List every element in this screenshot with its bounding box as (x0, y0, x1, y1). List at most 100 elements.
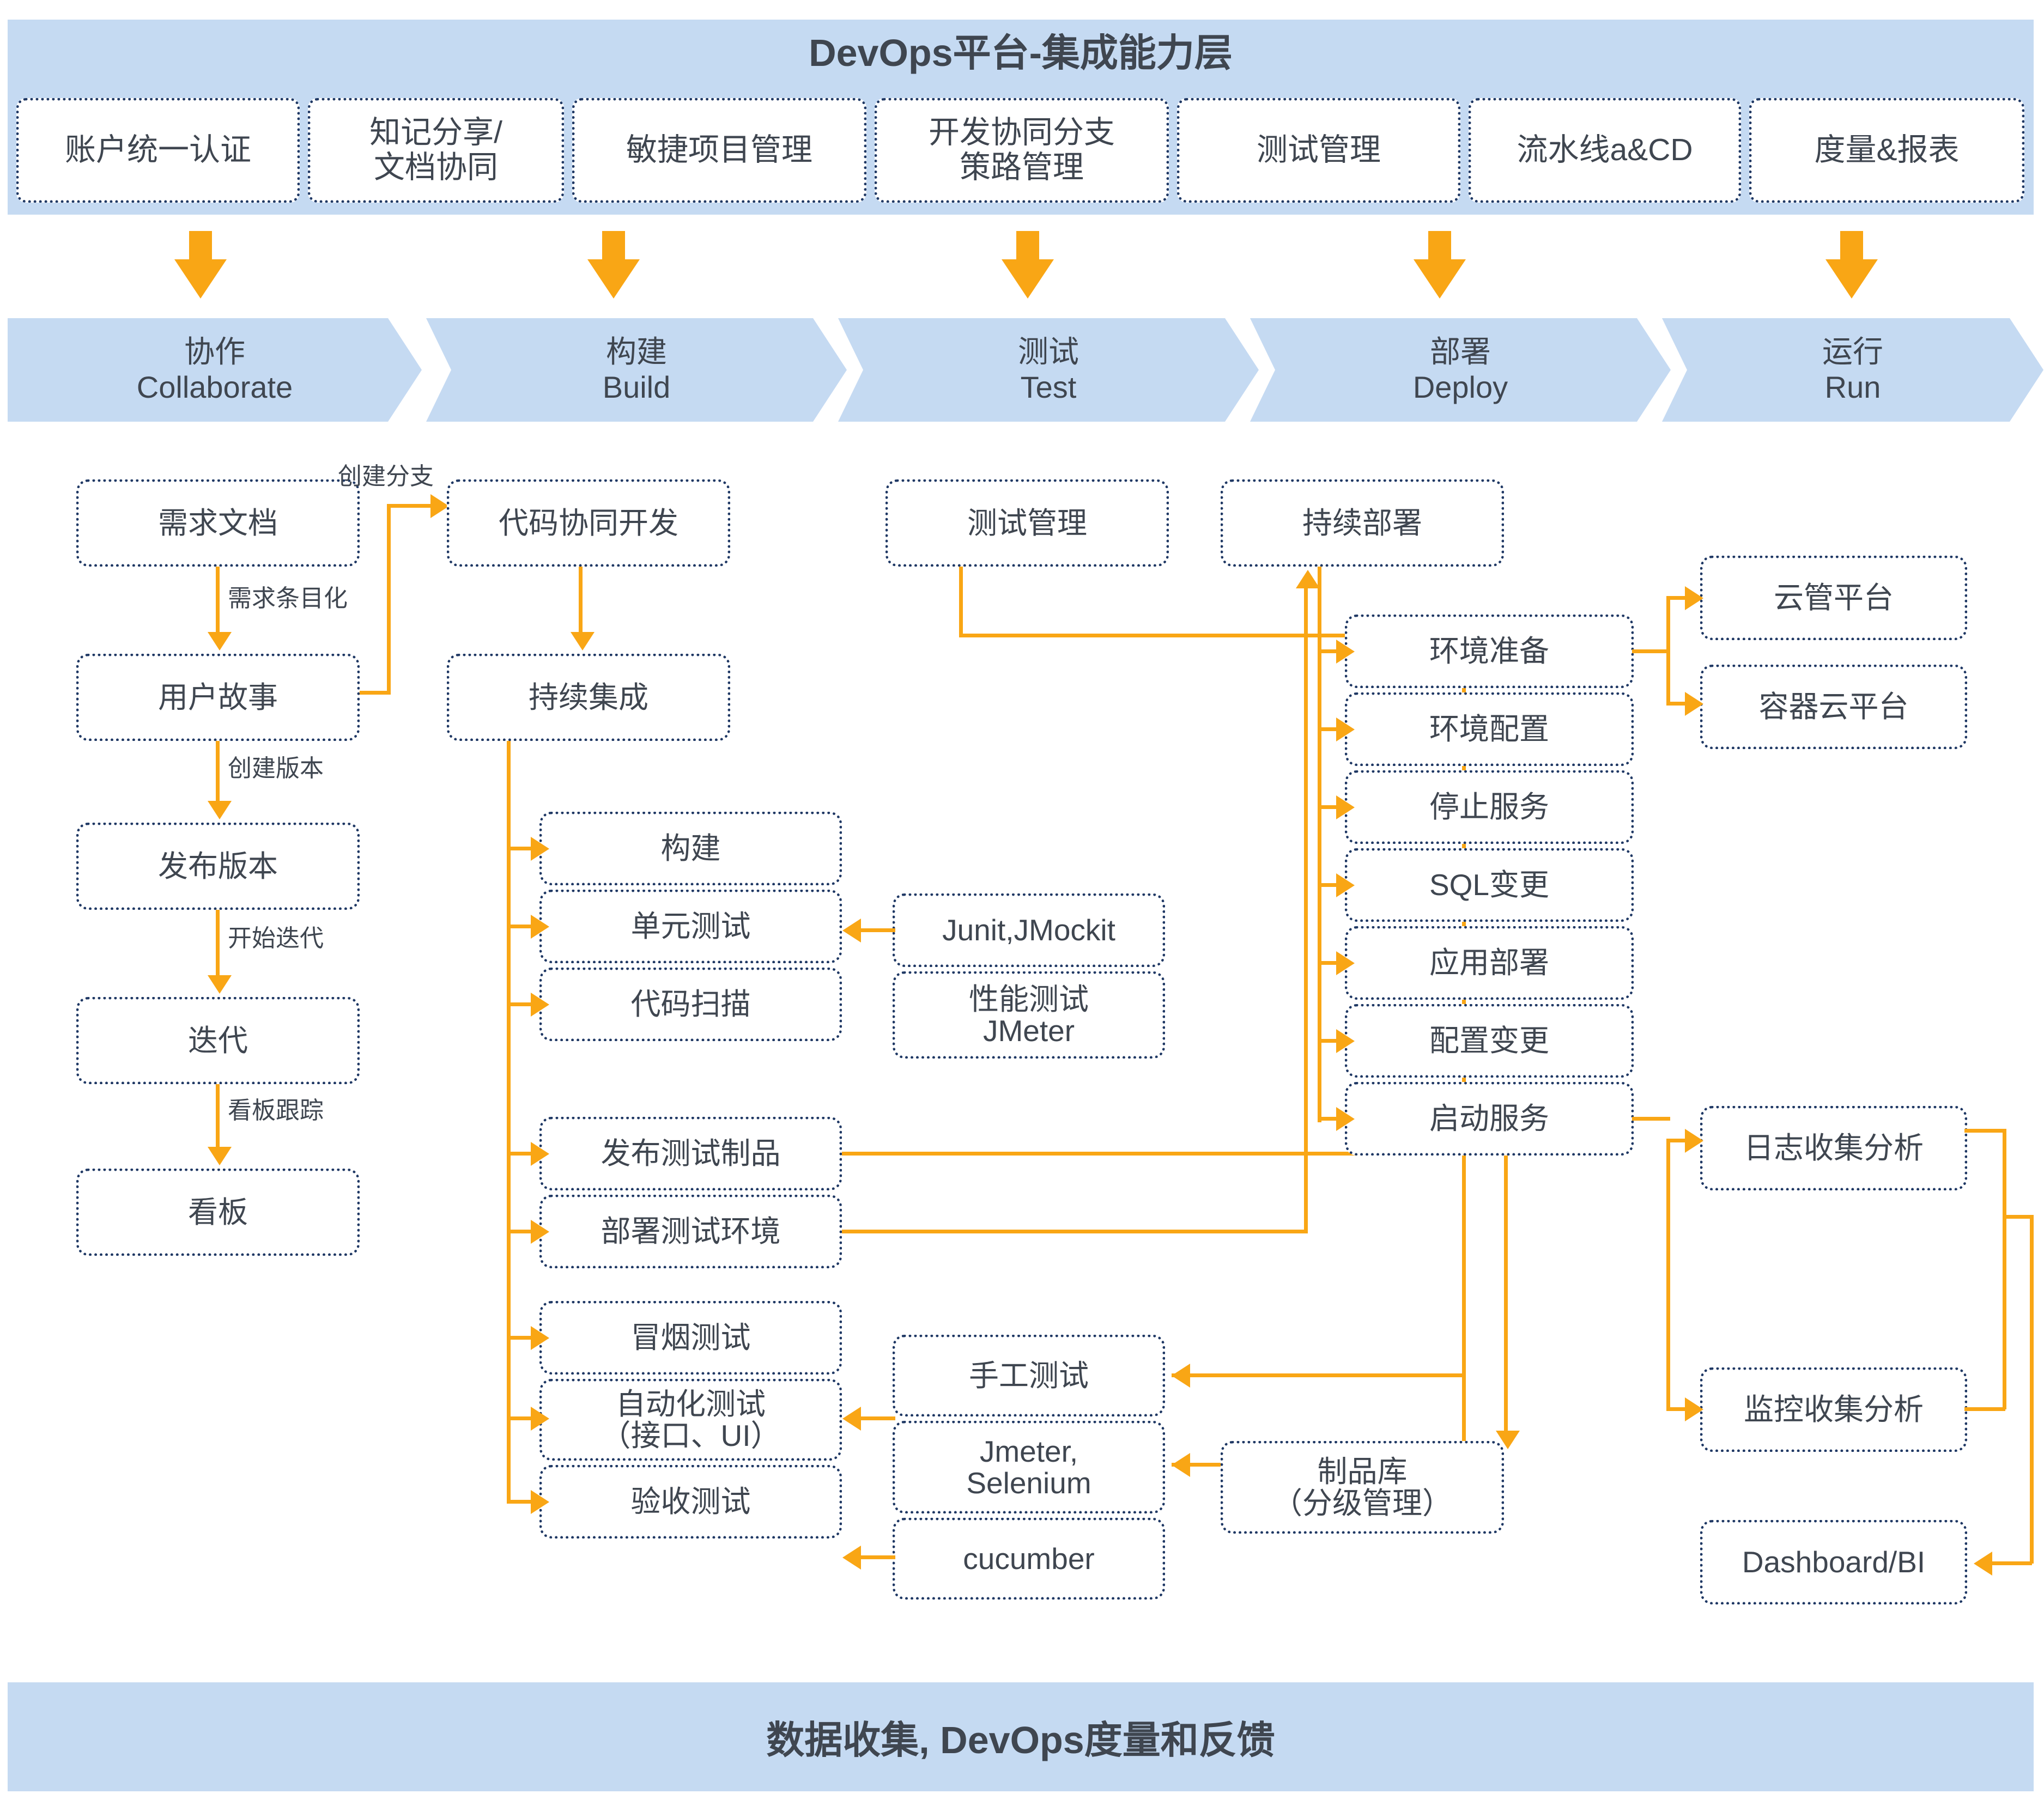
arrowhead-ci-unit (531, 915, 549, 939)
stage-chevron-deploy[interactable]: 部署 Deploy (1250, 318, 1671, 422)
node-deploy-sql-change[interactable]: SQL变更 (1345, 848, 1634, 922)
connector-ci-to-artifact (507, 1152, 533, 1156)
connector-dash-down (2030, 1215, 2034, 1564)
node-code-collab-dev[interactable]: 代码协同开发 (447, 479, 730, 567)
connector-testmgmt-to-sel-v (1462, 1373, 1466, 1466)
connector-monitor-right (1964, 1407, 2005, 1411)
connector-dep-envprep (1318, 649, 1338, 653)
stage-label-cn: 构建 (606, 335, 667, 369)
connector-cucumber-to-accept (849, 1555, 895, 1559)
arrowhead-cloud-mgmt (1685, 586, 1703, 610)
stage-chevron-test[interactable]: 测试 Test (838, 318, 1259, 422)
capability-box-knowledge-share[interactable]: 知记分享/文档协同 (308, 98, 564, 203)
connector-startsvc-right (1632, 1117, 1670, 1121)
stage-chevron-build[interactable]: 构建 Build (426, 318, 847, 422)
arrowhead-ci-accept (531, 1490, 549, 1514)
node-deploy-start-service[interactable]: 启动服务 (1345, 1082, 1634, 1156)
capability-box-test-management[interactable]: 测试管理 (1177, 98, 1460, 203)
node-manual-test[interactable]: 手工测试 (893, 1335, 1165, 1416)
node-deploy-config-change[interactable]: 配置变更 (1345, 1004, 1634, 1078)
node-requirement-doc[interactable]: 需求文档 (76, 479, 360, 567)
capability-box-account-sso[interactable]: 账户统一认证 (16, 98, 300, 203)
connector-ci-to-auto (507, 1416, 533, 1420)
arrowhead-ci-build (531, 837, 549, 861)
connector-dep-envcfg (1318, 727, 1338, 731)
node-deploy-env-prepare[interactable]: 环境准备 (1345, 615, 1634, 688)
node-cloud-mgmt-platform[interactable]: 云管平台 (1700, 556, 1967, 640)
arrowhead-doc-to-story (208, 632, 232, 650)
arrowhead-dep-sql (1336, 873, 1355, 897)
node-continuous-deploy[interactable]: 持续部署 (1221, 479, 1504, 567)
connector-to-manual-test (1253, 1373, 1466, 1377)
connector-run-split (1666, 1139, 1670, 1411)
arrowhead-container-cloud (1685, 692, 1703, 716)
arrowhead-dashboard-bi (1974, 1552, 1992, 1576)
connector-to-container-cloud (1666, 702, 1687, 706)
node-deploy-app-deploy[interactable]: 应用部署 (1345, 926, 1634, 1000)
arrowhead-log-analysis (1685, 1129, 1703, 1153)
edge-label-requirement-itemize: 需求条目化 (228, 585, 348, 612)
connector-dash-left (1992, 1561, 2032, 1565)
connector-dev-to-ci (579, 567, 583, 633)
connector-testenv-up (1304, 588, 1308, 1233)
connector-to-log (1666, 1139, 1687, 1142)
node-container-cloud-platform[interactable]: 容器云平台 (1700, 665, 1967, 749)
node-step-smoke-test[interactable]: 冒烟测试 (539, 1301, 842, 1375)
node-artifact-repository[interactable]: 制品库（分级管理） (1221, 1441, 1504, 1534)
node-step-code-scan[interactable]: 代码扫描 (539, 968, 842, 1041)
arrowhead-dep-startsvc (1336, 1107, 1355, 1131)
footer-title: 数据收集, DevOps度量和反馈 (766, 1718, 1275, 1761)
arrowhead-to-code-dev (430, 494, 449, 518)
connector-testmgmt-down (959, 567, 963, 637)
arrowhead-iter-to-kanban (208, 1147, 232, 1165)
connector-story-branch-h1 (360, 691, 391, 695)
node-user-story[interactable]: 用户故事 (76, 654, 360, 741)
node-dashboard-bi[interactable]: Dashboard/BI (1700, 1520, 1967, 1604)
connector-dep-startsvc (1318, 1117, 1338, 1121)
connector-ci-to-testenv (507, 1230, 533, 1233)
node-deploy-stop-service[interactable]: 停止服务 (1345, 770, 1634, 844)
arrowhead-monitor-analysis (1685, 1397, 1703, 1421)
connector-dash-merge-h (2003, 1215, 2033, 1219)
arrowhead-selenium-box (1172, 1453, 1190, 1477)
connector-to-monitor (1666, 1407, 1687, 1411)
page-title: DevOps平台-集成能力层 (809, 31, 1233, 74)
edge-label-start-iteration: 开始迭代 (228, 925, 324, 952)
edge-label-create-branch: 创建分支 (338, 463, 434, 490)
node-step-acceptance-test[interactable]: 验收测试 (539, 1465, 842, 1539)
capability-box-pipeline-cd[interactable]: 流水线a&CD (1469, 98, 1741, 203)
node-kanban[interactable]: 看板 (76, 1169, 360, 1256)
node-release-version[interactable]: 发布版本 (76, 823, 360, 910)
arrowhead-junit-unit (842, 919, 861, 943)
node-step-automation-test[interactable]: 自动化测试（接口、UI） (539, 1379, 842, 1461)
node-log-collect-analysis[interactable]: 日志收集分析 (1700, 1106, 1967, 1190)
node-step-deploy-test-env[interactable]: 部署测试环境 (539, 1195, 842, 1268)
stage-chevron-run[interactable]: 运行 Run (1662, 318, 2043, 422)
capability-box-branch-strategy[interactable]: 开发协同分支策路管理 (875, 98, 1169, 203)
connector-junit-to-unit (849, 928, 895, 932)
connector-dep-sql (1318, 883, 1338, 887)
capability-box-agile-project[interactable]: 敏捷项目管理 (572, 98, 866, 203)
stage-chevron-collaborate[interactable]: 协作 Collaborate (8, 318, 422, 422)
node-continuous-integration[interactable]: 持续集成 (447, 654, 730, 741)
node-jmeter-selenium[interactable]: Jmeter,Selenium (893, 1421, 1165, 1513)
node-step-unit-test[interactable]: 单元测试 (539, 890, 842, 963)
arrowhead-to-continuous-deploy (1296, 570, 1320, 588)
connector-to-cloud-mgmt (1666, 596, 1687, 600)
connector-ci-to-accept (507, 1500, 533, 1504)
connector-doc-to-story (216, 567, 220, 633)
capability-box-metrics-report[interactable]: 度量&报表 (1749, 98, 2024, 203)
node-monitor-collect-analysis[interactable]: 监控收集分析 (1700, 1367, 1967, 1452)
connector-testenv-right (842, 1230, 1308, 1233)
node-iteration[interactable]: 迭代 (76, 997, 360, 1084)
node-deploy-env-config[interactable]: 环境配置 (1345, 692, 1634, 766)
connector-ci-to-build (507, 847, 533, 850)
node-cucumber[interactable]: cucumber (893, 1518, 1165, 1600)
node-junit-jmockit[interactable]: Junit,JMockit (893, 893, 1165, 967)
node-step-publish-artifact[interactable]: 发布测试制品 (539, 1117, 842, 1190)
node-test-management[interactable]: 测试管理 (885, 479, 1169, 567)
connector-story-to-release (216, 741, 220, 802)
connector-ci-to-scan (507, 1002, 533, 1006)
node-step-build[interactable]: 构建 (539, 812, 842, 885)
